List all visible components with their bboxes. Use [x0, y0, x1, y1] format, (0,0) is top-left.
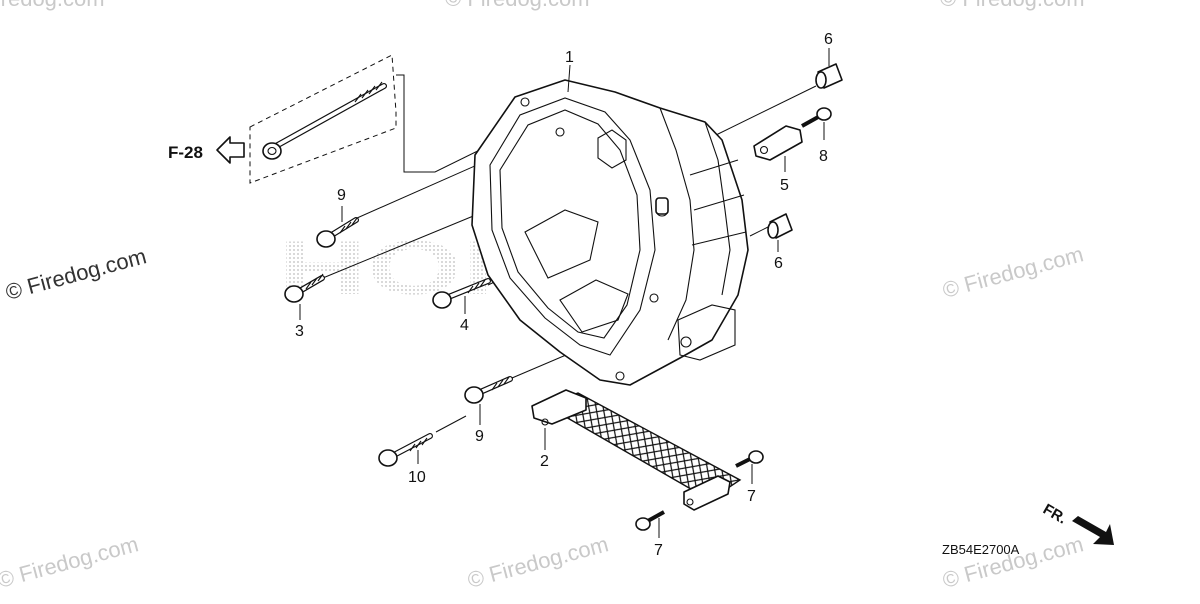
callout-1[interactable]: 1	[565, 49, 574, 66]
screw-7-right	[735, 450, 764, 468]
callout-8[interactable]: 8	[819, 148, 828, 165]
screw-7-left	[635, 510, 665, 531]
wire-clamp-5	[753, 125, 803, 161]
long-bolt-leader	[396, 74, 501, 173]
callout-9-upper[interactable]: 9	[337, 187, 346, 204]
front-direction-arrow-icon	[1072, 516, 1114, 545]
callout-6-lower[interactable]: 6	[774, 255, 783, 272]
leader-collar-6-lower	[749, 225, 771, 237]
watermark-top-left: © Firedog.com	[0, 0, 105, 11]
watermark-top-center: © Firedog.com	[445, 0, 590, 11]
callout-leader-1	[567, 64, 571, 93]
callout-5[interactable]: 5	[780, 177, 789, 194]
callout-3[interactable]: 3	[295, 323, 304, 340]
watermark-bottom-right: © Firedog.com	[940, 531, 1086, 593]
flange-bolt-4	[432, 278, 491, 309]
long-bolt-group-box	[249, 54, 397, 184]
watermark-bottom-center: © Firedog.com	[465, 531, 611, 593]
flange-bolt-9-upper	[316, 217, 359, 248]
callout-7-right[interactable]: 7	[747, 488, 756, 505]
watermark-mid-right: © Firedog.com	[940, 241, 1086, 303]
collar-6-upper	[815, 63, 843, 89]
leader-bolt-3	[317, 204, 501, 281]
diagram-code: ZB54E2700A	[942, 542, 1020, 557]
screw-8	[801, 107, 832, 128]
flange-bolt-9-lower	[464, 376, 513, 404]
flange-bolt-3	[284, 273, 325, 303]
flange-bolt-10	[378, 433, 433, 467]
callout-10[interactable]: 10	[408, 469, 426, 486]
front-direction-label: FR.	[1040, 501, 1069, 528]
callout-2[interactable]: 2	[540, 453, 549, 470]
watermark-top-right: © Firedog.com	[940, 0, 1085, 11]
exhaust-screen-2	[531, 389, 742, 511]
leader-collar-6-upper	[715, 85, 817, 136]
collar-6-lower	[767, 213, 793, 239]
callout-7-left[interactable]: 7	[654, 542, 663, 559]
fan-cover-housing	[471, 79, 749, 386]
reference-arrow-icon	[216, 136, 245, 164]
callout-4[interactable]: 4	[460, 317, 469, 334]
callout-9-lower[interactable]: 9	[475, 428, 484, 445]
watermark-bottom-left: © Firedog.com	[0, 531, 141, 593]
watermark-left: © Firedog.com	[3, 243, 149, 305]
leader-bolt-10	[435, 415, 467, 433]
long-bolt	[262, 81, 387, 160]
reference-label[interactable]: F-28	[168, 143, 203, 162]
callout-6-upper[interactable]: 6	[824, 31, 833, 48]
